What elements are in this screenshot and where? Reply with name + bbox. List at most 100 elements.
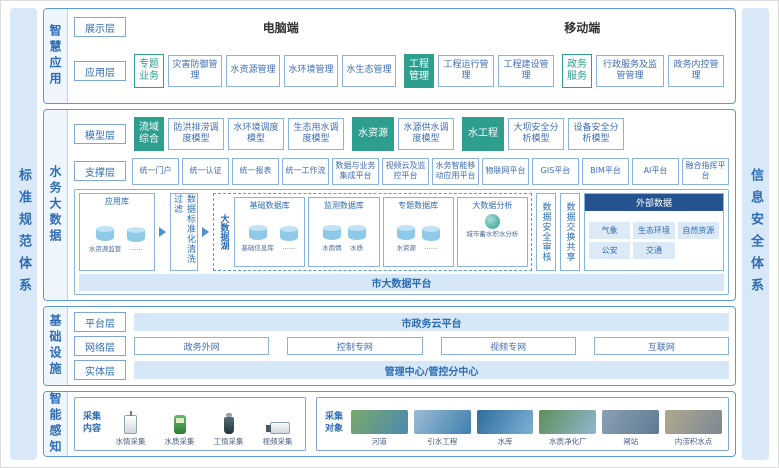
collection-objects-label: 采集对象 xyxy=(324,412,343,434)
river-photo xyxy=(351,410,408,434)
model-item: 设备安全分析模型 xyxy=(568,118,624,150)
mobile-label: 移动端 xyxy=(564,20,601,35)
display-layer-row: 展示层 电脑端 移动端 xyxy=(74,14,729,40)
data-lake-label: 大数据湖 xyxy=(218,214,229,250)
water-big-data-label: 水务大数据 xyxy=(48,165,62,245)
display-layer-chip: 展示层 xyxy=(74,17,126,37)
cylinder-label: 水质 xyxy=(350,244,364,252)
standards-system-label: 标准规范体系 xyxy=(16,168,31,300)
object-caption: 水质净化厂 xyxy=(549,437,587,446)
cylinder-label: 水资源 xyxy=(396,244,416,252)
smart-sensing-label: 智能感知 xyxy=(48,392,62,456)
icon-slot xyxy=(124,410,137,434)
object-caption: 水库 xyxy=(497,437,513,446)
section-label-strip: 智能感知 xyxy=(44,392,68,456)
application-item: 水生态管理 xyxy=(342,55,396,87)
pc-label: 电脑端 xyxy=(262,20,299,35)
support-item: 统一报表 xyxy=(232,157,279,185)
cylinder-label: 基础信息库 xyxy=(241,244,274,252)
db-title: 专题数据库 xyxy=(398,201,439,210)
database-cylinder-icon xyxy=(279,226,298,241)
database-cylinder-icon xyxy=(397,225,416,240)
sensor-item: 水情采集 xyxy=(109,401,152,447)
application-item: 水资源管理 xyxy=(226,55,280,87)
support-item: 物联网平台 xyxy=(482,157,529,185)
support-item: BIM平台 xyxy=(582,157,629,185)
sensor-caption: 水情采集 xyxy=(115,437,146,446)
infrastructure-label: 基础设施 xyxy=(48,314,62,378)
data-lake-box: 大数据湖 基础数据库 基础信息库 xyxy=(213,193,532,271)
monitoring-database-box: 监测数据库 水雨情 水质 xyxy=(308,197,380,267)
icon-slot xyxy=(265,410,290,434)
analysis-caption: 城市蓄水积水分析 xyxy=(466,230,519,238)
support-item: 水务智能移动应用平台 xyxy=(432,157,479,185)
application-item: 灾害防御管理 xyxy=(168,55,222,87)
water-big-data-body: 模型层 流域综合 防洪排涝调度模型 水环境调度模型 生态用水调度模型 水资源 水… xyxy=(68,110,735,300)
db-title: 基础数据库 xyxy=(249,201,290,210)
model-layer-row: 模型层 流域综合 防洪排涝调度模型 水环境调度模型 生态用水调度模型 水资源 水… xyxy=(74,115,729,153)
external-data-grid: 气象 生态环境 自然资源 公安 交通 xyxy=(585,211,723,270)
diagram-main: 智慧应用 展示层 电脑端 移动端 应用层 专题业务 灾害防御管理 xyxy=(43,8,736,460)
database-cylinder-icon xyxy=(96,225,114,241)
support-item: AI平台 xyxy=(632,157,679,185)
database-cylinder-icon xyxy=(322,225,341,240)
support-items: 统一门户 统一认证 统一报表 统一工作流 数据与业务集成平台 视频云及监控平台 … xyxy=(132,157,729,185)
icon-slot xyxy=(223,410,234,434)
water-diversion-photo xyxy=(413,410,471,434)
object-caption: 内涝积水点 xyxy=(674,437,713,446)
thematic-database-box: 专题数据库 水资源 …… xyxy=(382,197,454,267)
cylinder-label: …… xyxy=(129,243,143,252)
data-cleanse-box: 数据标准化清洗过滤 xyxy=(170,193,198,271)
infrastructure-body: 平台层 市政务云平台 网络层 政务外网 控制专网 视频专网 互联网 实体层 管理… xyxy=(68,307,735,385)
support-item: 统一工作流 xyxy=(282,157,329,185)
pc-column: 电脑端 xyxy=(134,19,428,36)
application-db-cylinders: 水资源监管 …… xyxy=(89,209,146,268)
reservoir-photo xyxy=(476,410,534,434)
support-item: 融合指挥平台 xyxy=(682,157,729,185)
video-camera-icon xyxy=(266,422,290,434)
object-item: 闸站 xyxy=(602,401,660,447)
smart-application-label: 智慧应用 xyxy=(48,24,62,88)
flow-arrow-icon xyxy=(202,227,209,237)
db-cylinders: 水资源 …… xyxy=(396,212,440,264)
water-level-sensor-icon xyxy=(124,411,137,434)
basin-model-group: 流域综合 防洪排涝调度模型 水环境调度模型 生态用水调度模型 xyxy=(134,117,344,151)
water-resource-model-header: 水资源 xyxy=(352,117,394,151)
government-service-group: 政务服务 行政服务及监管管理 政务内控管理 xyxy=(562,54,724,88)
sluice-station-photo xyxy=(602,410,660,434)
object-caption: 河道 xyxy=(371,437,387,446)
database-cylinder-icon xyxy=(248,225,267,240)
data-flow-row: 应用库 水资源监管 …… xyxy=(79,193,724,271)
city-gov-cloud-bar: 市政务云平台 xyxy=(134,313,729,331)
application-layer-row: 应用层 专题业务 灾害防御管理 水资源管理 水环境管理 水生态管理 工程管理 工… xyxy=(74,44,729,98)
right-system-bar: 信息安全体系 xyxy=(742,8,769,460)
sensor-item: 水质采集 xyxy=(158,401,201,447)
object-caption: 闸站 xyxy=(623,437,639,446)
data-cleanse-label: 数据标准化清洗过滤 xyxy=(172,194,195,264)
data-platform-container: 应用库 水资源监管 …… xyxy=(74,189,729,295)
application-item: 工程运行管理 xyxy=(438,55,494,87)
object-item: 引水工程 xyxy=(413,401,471,447)
db-cylinder-item: …… xyxy=(279,225,298,251)
flow-arrow-icon xyxy=(159,227,166,237)
sensor-caption: 工情采集 xyxy=(213,437,244,446)
government-service-header: 政务服务 xyxy=(562,54,592,88)
engineering-sensor-icon xyxy=(223,413,234,434)
object-item: 内涝积水点 xyxy=(665,401,722,447)
water-project-model-group: 水工程 大坝安全分析模型 设备安全分析模型 xyxy=(462,117,624,151)
icon-slot xyxy=(173,410,186,434)
application-item: 政务内控管理 xyxy=(668,55,724,87)
data-lake-label-strip: 大数据湖 xyxy=(217,197,231,267)
db-title: 监测数据库 xyxy=(323,201,364,210)
cylinder-label: …… xyxy=(424,243,438,251)
application-db-title: 应用库 xyxy=(105,197,129,206)
mobile-column: 移动端 xyxy=(436,19,730,36)
external-data-item: 生态环境 xyxy=(633,222,675,239)
collection-objects-box: 采集对象 河道 引水工程 水库 xyxy=(316,397,729,451)
model-item: 防洪排涝调度模型 xyxy=(168,118,224,150)
network-item: 视频专网 xyxy=(440,337,576,355)
data-security-audit-box: 数据安全审核 xyxy=(536,193,556,271)
db-cylinder-item: …… xyxy=(421,225,440,251)
model-item: 水环境调度模型 xyxy=(228,118,284,150)
db-cylinders: 基础信息库 …… xyxy=(241,212,298,264)
